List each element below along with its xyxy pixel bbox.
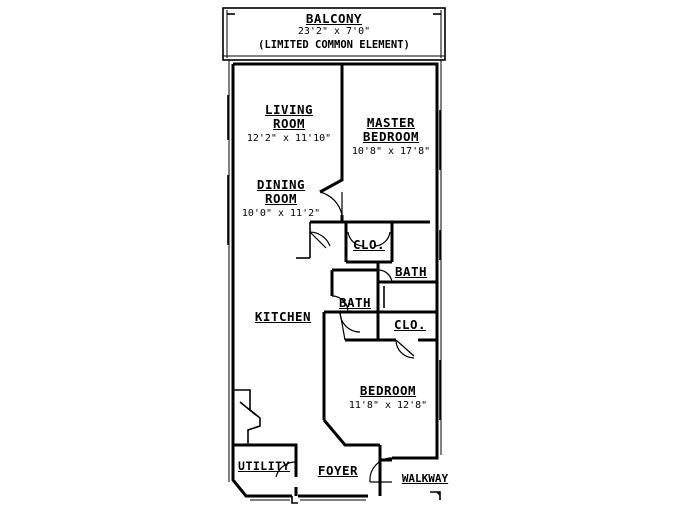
exterior-walls <box>227 59 442 504</box>
living-room-name-line1: LIVING <box>264 102 314 117</box>
dining-room-label: DINING ROOM 10'0" x 11'2" <box>240 178 322 220</box>
master-bedroom-name-line2: BEDROOM <box>362 129 420 144</box>
bath-master-name: BATH <box>394 264 428 279</box>
kitchen-label: KITCHEN <box>244 310 322 324</box>
bath-hall-name: BATH <box>338 295 372 310</box>
balcony-note: (LIMITED COMMON ELEMENT) <box>258 39 410 51</box>
balcony-dims: 23'2" x 7'0" <box>297 26 371 37</box>
foyer-name: FOYER <box>317 463 359 478</box>
dining-room-name-line1: DINING <box>256 177 306 192</box>
living-room-label: LIVING ROOM 12'2" x 11'10" <box>242 103 336 145</box>
closet-master-name: CLO. <box>352 237 386 252</box>
closet-bedroom-name: CLO. <box>393 317 427 332</box>
living-room-dims: 12'2" x 11'10" <box>246 133 332 144</box>
dining-room-name-line2: ROOM <box>264 191 298 206</box>
bath-master-label: BATH <box>386 265 436 279</box>
kitchen-name: KITCHEN <box>254 309 312 324</box>
bedroom-dims: 11'8" x 12'8" <box>348 400 428 411</box>
dining-room-dims: 10'0" x 11'2" <box>241 208 321 219</box>
foyer-label: FOYER <box>308 464 368 478</box>
living-room-name-line2: ROOM <box>272 116 306 131</box>
bedroom-name: BEDROOM <box>359 383 417 398</box>
interior-walls <box>233 64 437 496</box>
closet-bedroom-label: CLO. <box>386 318 434 332</box>
bedroom-label: BEDROOM 11'8" x 12'8" <box>340 384 436 412</box>
walkway-label: WALKWAY <box>392 472 458 486</box>
balcony-name: BALCONY <box>305 11 363 26</box>
balcony-label: BALCONY 23'2" x 7'0" (LIMITED COMMON ELE… <box>226 11 442 52</box>
door-swings <box>275 191 441 500</box>
utility-name: UTILITY <box>238 459 290 473</box>
master-bedroom-dims: 10'8" x 17'8" <box>351 146 431 157</box>
master-bedroom-name-line1: MASTER <box>366 115 416 130</box>
walkway-name: WALKWAY <box>401 472 449 485</box>
master-bedroom-label: MASTER BEDROOM 10'8" x 17'8" <box>346 116 436 158</box>
closet-master-label: CLO. <box>348 238 390 252</box>
utility-label: UTILITY <box>234 459 294 473</box>
bath-hall-label: BATH <box>332 296 378 310</box>
